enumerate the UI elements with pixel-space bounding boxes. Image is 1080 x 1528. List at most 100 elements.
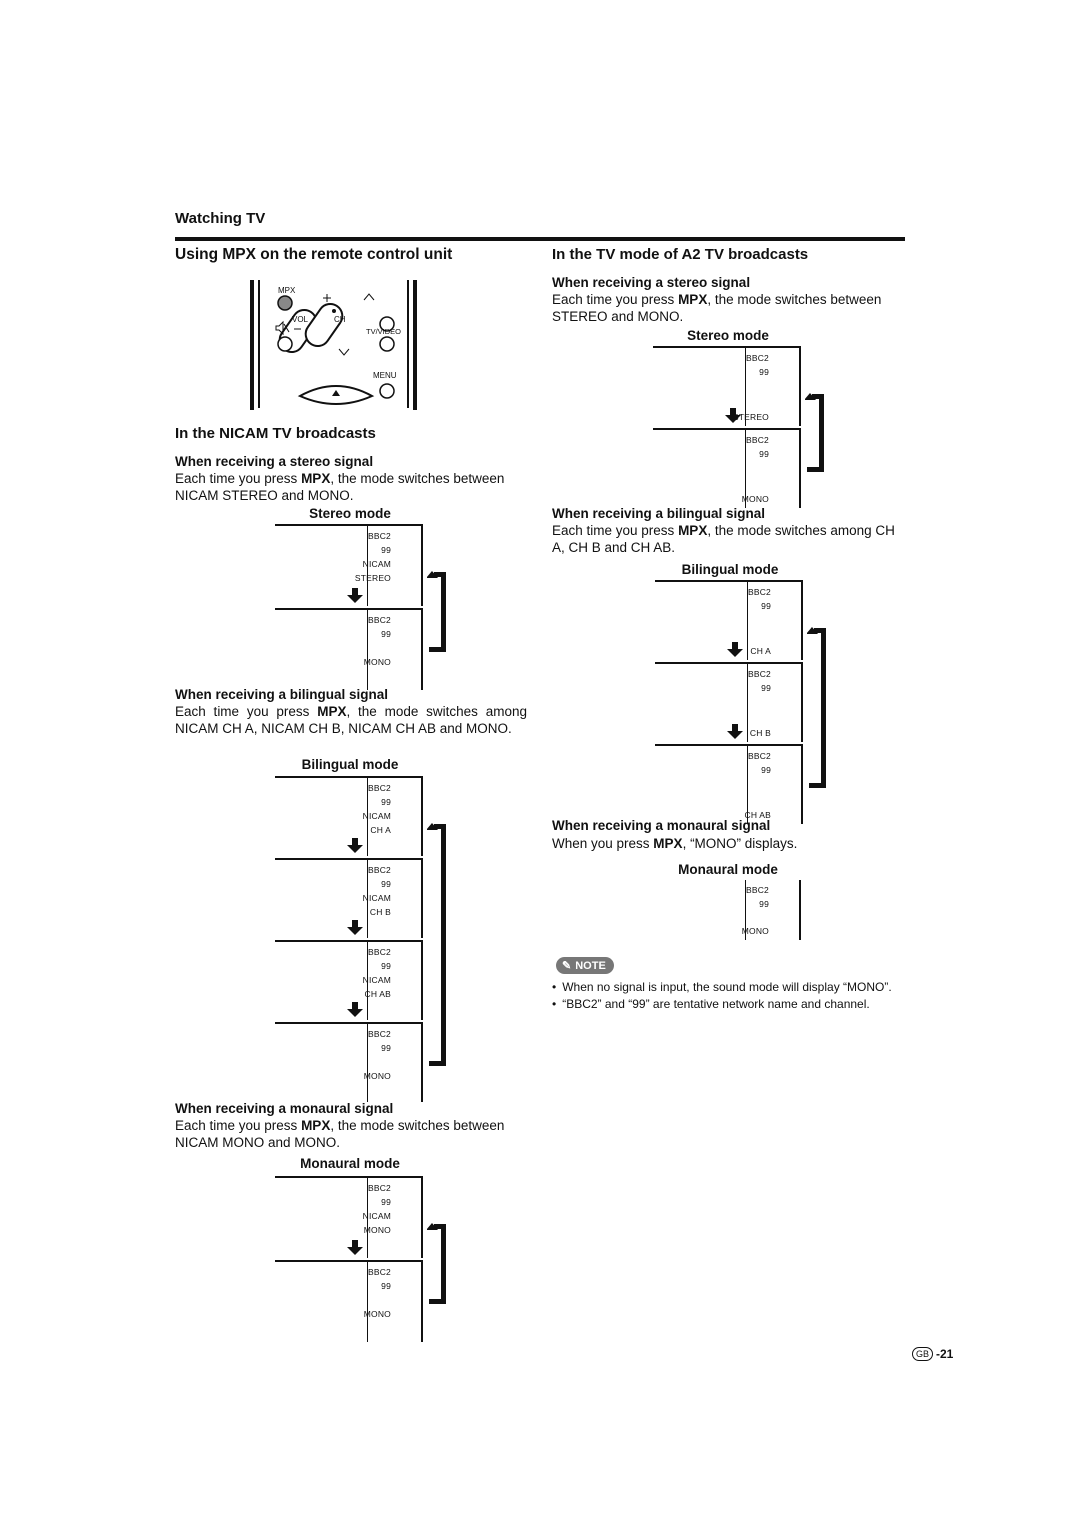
- screen-top-edge: [275, 524, 423, 526]
- screen-right-edge: [421, 524, 423, 606]
- screen-left-edge: [747, 662, 748, 742]
- osd-text: 99: [381, 961, 391, 971]
- osd-text: CH AB: [744, 810, 771, 820]
- left-bilingual-heading: When receiving a bilingual signal: [175, 687, 389, 702]
- osd-text: BBC2: [745, 353, 769, 363]
- osd-text: BBC2: [745, 885, 769, 895]
- screen-top-edge: [275, 940, 423, 942]
- osd-text: BBC2: [747, 751, 771, 761]
- cycle-return-arrow-icon: [806, 624, 829, 788]
- osd-text: STEREO: [354, 573, 391, 583]
- right-monaural-mode-title: Monaural mode: [678, 862, 778, 877]
- tvvideo-label: TV/VIDEO: [366, 327, 402, 336]
- screen-top-edge: [655, 662, 803, 664]
- screen-right-edge: [799, 880, 801, 940]
- left-monaural-heading: When receiving a monaural signal: [175, 1101, 394, 1116]
- screen-top-edge: [653, 346, 801, 348]
- screen-right-edge: [801, 744, 803, 824]
- osd-text: 99: [381, 1197, 391, 1207]
- screen-left-edge: [747, 744, 748, 824]
- osd-text: CH A: [370, 825, 391, 835]
- right-monaural-text: When you press MPX, “MONO” displays.: [552, 836, 798, 851]
- remote-illustration: MPX VOL CH TV/VIDEO MENU: [248, 278, 423, 413]
- osd-text: MONO: [741, 494, 769, 504]
- screen-top-edge: [275, 1022, 423, 1024]
- osd-text: 99: [759, 449, 769, 459]
- osd-text: 99: [759, 367, 769, 377]
- left-stereo-heading: When receiving a stereo signal: [175, 454, 374, 469]
- osd-text: NICAM: [362, 975, 391, 985]
- osd-text: BBC2: [367, 783, 391, 793]
- osd-text: MONO: [741, 926, 769, 936]
- screen-left-edge: [367, 1022, 368, 1102]
- note-label: NOTE: [575, 959, 606, 972]
- screen-top-edge: [275, 858, 423, 860]
- osd-text: BBC2: [367, 1029, 391, 1039]
- screen-right-edge: [421, 858, 423, 938]
- osd-text: MONO: [363, 657, 391, 667]
- screen-left-edge: [745, 346, 746, 426]
- pencil-icon: ✎: [562, 960, 572, 972]
- osd-text: BBC2: [367, 531, 391, 541]
- screen-top-edge: [655, 580, 803, 582]
- osd-text: 99: [381, 1043, 391, 1053]
- osd-text: 99: [381, 629, 391, 639]
- screen-right-edge: [421, 1022, 423, 1102]
- page-title: Using MPX on the remote control unit: [175, 246, 453, 263]
- screen-top-edge: [275, 1176, 423, 1178]
- screen-right-edge: [799, 346, 801, 426]
- left-monaural-text: Each time you press MPX, the mode switch…: [175, 1118, 505, 1150]
- osd-text: NICAM: [362, 893, 391, 903]
- osd-text: MONO: [363, 1071, 391, 1081]
- screen-right-edge: [421, 1176, 423, 1258]
- cycle-return-arrow-icon: [804, 390, 827, 472]
- ch-label: CH: [334, 315, 346, 324]
- osd-text: BBC2: [367, 947, 391, 957]
- screen-left-edge: [367, 1260, 368, 1342]
- screen-left-edge: [367, 858, 368, 938]
- osd-text: 99: [761, 683, 771, 693]
- left-monaural-mode-title: Monaural mode: [300, 1156, 400, 1171]
- right-stereo-mode-title: Stereo mode: [687, 328, 769, 343]
- right-bilingual-text: Each time you press MPX, the mode switch…: [552, 523, 895, 555]
- screen-top-edge: [653, 428, 801, 430]
- page-num: -21: [936, 1347, 954, 1361]
- screen-top-edge: [655, 744, 803, 746]
- osd-text: 99: [761, 601, 771, 611]
- screen-right-edge: [801, 580, 803, 660]
- left-stereo-mode-title: Stereo mode: [309, 506, 391, 521]
- osd-text: BBC2: [747, 587, 771, 597]
- right-stereo-heading: When receiving a stereo signal: [552, 275, 751, 290]
- nicam-heading: In the NICAM TV broadcasts: [175, 425, 376, 442]
- screen-left-edge: [745, 880, 746, 940]
- osd-text: 99: [381, 545, 391, 555]
- cycle-return-arrow-icon: [426, 568, 449, 652]
- screen-right-edge: [421, 608, 423, 690]
- screen-left-edge: [367, 940, 368, 1020]
- right-bilingual-heading: When receiving a bilingual signal: [552, 506, 766, 521]
- osd-text: 99: [381, 797, 391, 807]
- osd-text: BBC2: [367, 1267, 391, 1277]
- osd-text: MONO: [363, 1225, 391, 1235]
- screen-left-edge: [745, 428, 746, 508]
- note-list: •When no signal is input, the sound mode…: [552, 980, 905, 1012]
- osd-text: BBC2: [367, 615, 391, 625]
- screen-right-edge: [799, 428, 801, 508]
- screen-top-edge: [275, 1260, 423, 1262]
- a2-heading: In the TV mode of A2 TV broadcasts: [552, 246, 809, 263]
